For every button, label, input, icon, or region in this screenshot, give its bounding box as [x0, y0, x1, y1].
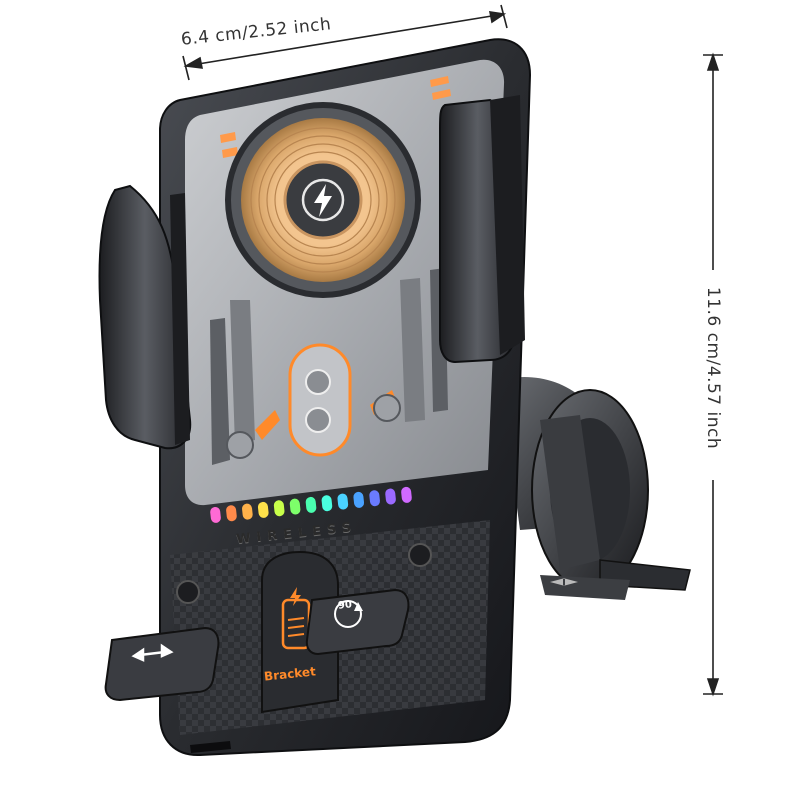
width-dimension-line	[182, 4, 508, 81]
vent-clip-mount	[500, 376, 691, 600]
bracket-button[interactable]	[261, 550, 339, 714]
rotate-90-icon	[334, 600, 363, 628]
right-clamp-arm[interactable]	[439, 95, 525, 364]
usb-port	[190, 741, 231, 753]
center-capsule	[288, 343, 352, 457]
arrows-left-right-icon	[131, 643, 174, 662]
rotation-badge-label: 90	[337, 599, 353, 612]
lightning-icon	[301, 178, 345, 222]
charging-coil	[225, 102, 421, 298]
height-dimension-label: 11.6 cm/4.57 inch	[703, 286, 723, 450]
led-light-strip	[210, 486, 412, 523]
release-button[interactable]	[104, 626, 220, 702]
rotate-90-button[interactable]	[305, 588, 410, 656]
left-clamp-arm[interactable]	[98, 184, 192, 450]
height-dimension-line	[703, 52, 723, 697]
